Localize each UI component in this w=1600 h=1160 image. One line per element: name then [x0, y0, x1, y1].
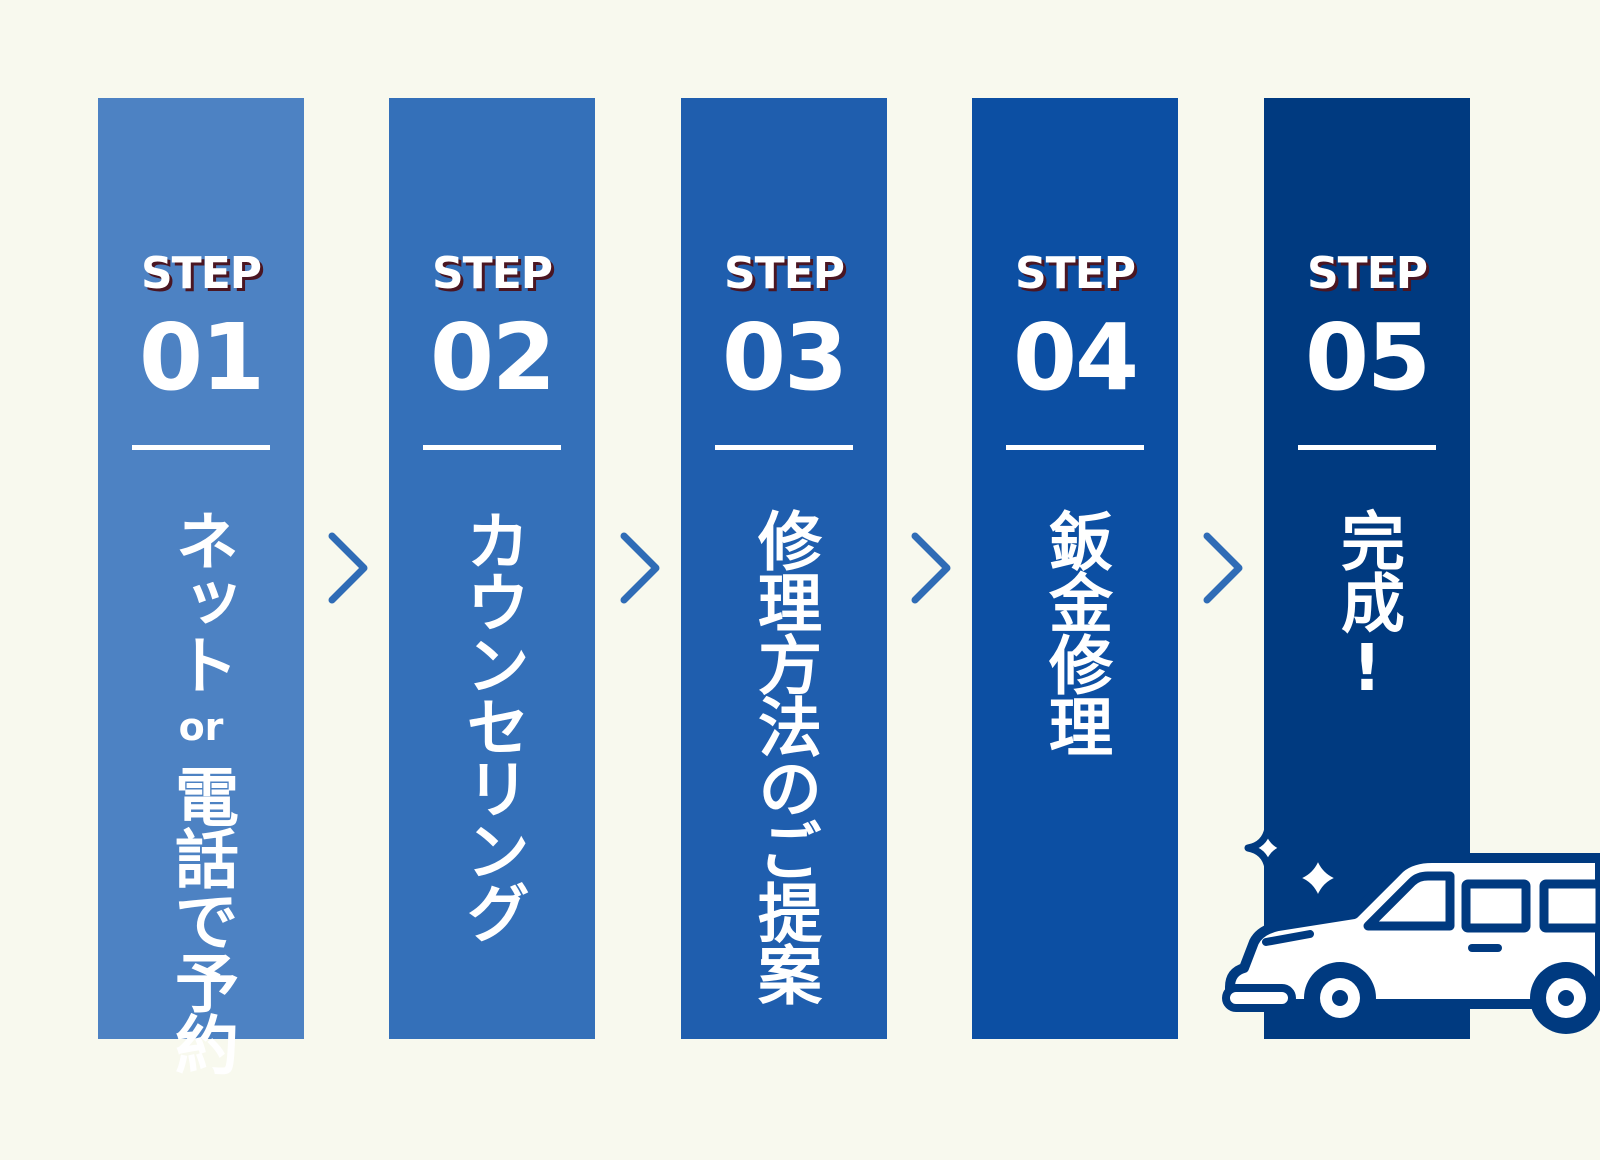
divider [1298, 445, 1436, 450]
chevron-right-icon [620, 532, 660, 604]
sparkle-icon [1244, 824, 1292, 872]
step-text-bottom: 電話で予約 [164, 764, 238, 1074]
step-text: カウンセリング [455, 508, 529, 942]
step-card-03: STEP 03 修理方法のご提案 [681, 98, 887, 1039]
chevron-right-icon [1203, 532, 1243, 604]
step-label: STEP [1306, 248, 1428, 299]
step-card-04: STEP 04 鈑金修理 [972, 98, 1178, 1039]
step-description: カウンセリング [389, 508, 595, 942]
step-description: ネット or 電話で予約 [98, 508, 304, 1074]
step-description: 修理方法のご提案 [681, 508, 887, 1004]
shiny-car-icon [1222, 824, 1600, 1034]
chevron-right-icon [911, 532, 951, 604]
divider [1006, 445, 1144, 450]
divider [423, 445, 561, 450]
step-text: 修理方法のご提案 [747, 508, 821, 1004]
step-label: STEP [140, 248, 262, 299]
step-number: 01 [138, 304, 265, 411]
divider [715, 445, 853, 450]
divider [132, 445, 270, 450]
step-label: STEP [1014, 248, 1136, 299]
sparkle-icon [1286, 846, 1350, 910]
step-text: 完成! [1330, 508, 1404, 704]
step-number: 02 [429, 304, 556, 411]
step-text: 鈑金修理 [1038, 508, 1112, 756]
step-number: 05 [1304, 304, 1431, 411]
step-description: 鈑金修理 [972, 508, 1178, 756]
step-card-01: STEP 01 ネット or 電話で予約 [98, 98, 304, 1074]
step-text-top: ネット [164, 508, 238, 694]
step-description: 完成! [1264, 508, 1470, 704]
step-text-or: or [178, 705, 224, 749]
chevron-right-icon [328, 532, 368, 604]
step-number: 04 [1012, 304, 1139, 411]
step-card-02: STEP 02 カウンセリング [389, 98, 595, 1039]
step-label: STEP [431, 248, 553, 299]
step-label: STEP [723, 248, 845, 299]
step-number: 03 [721, 304, 848, 411]
